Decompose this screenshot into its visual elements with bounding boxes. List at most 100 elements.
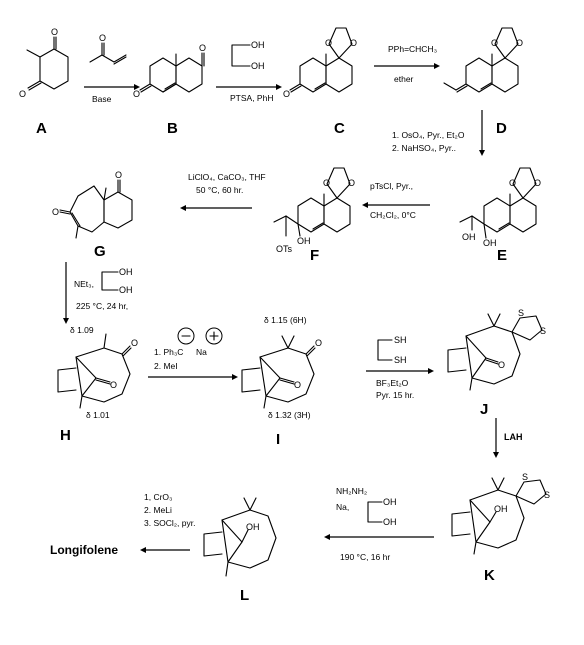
bond (243, 497, 251, 511)
bond (203, 531, 223, 557)
chem-text: O (491, 38, 498, 48)
methyl-vinyl-ketone: O (89, 33, 127, 65)
chem-text: NH₂NH₂ (336, 486, 367, 496)
chem-text: pTsCl, Pyr., (370, 181, 413, 191)
bond (180, 205, 186, 211)
compound-label: H (60, 427, 71, 444)
bond (447, 347, 467, 373)
product-name: Longifolene (50, 543, 118, 557)
bond (95, 377, 111, 383)
chem-text: 1. Ph₃C (154, 347, 183, 357)
chem-text: S (518, 308, 524, 318)
chem-text: 50 °C, 60 hr. (196, 185, 243, 195)
chem-text: δ 1.09 (70, 325, 94, 335)
bond (465, 335, 487, 359)
bond (297, 223, 301, 237)
chem-text: BF₃Et₂O (376, 378, 409, 388)
chem-text: O (325, 38, 332, 48)
chem-text: OH (246, 522, 260, 532)
chem-text: OH (383, 497, 397, 507)
bond (287, 335, 295, 349)
chem-text: NEt₃, (74, 279, 94, 289)
bond (122, 347, 132, 357)
bond (249, 497, 257, 511)
bond (487, 313, 495, 327)
chem-text: OH (297, 236, 311, 246)
bond (101, 271, 119, 291)
bond (57, 367, 77, 393)
bond (139, 83, 151, 91)
bond (289, 83, 301, 91)
bond (259, 356, 267, 397)
chem-text: O (516, 38, 523, 48)
bond (263, 395, 267, 409)
compound-label: B (167, 120, 178, 137)
bond (489, 511, 497, 523)
bond (469, 499, 477, 543)
bond (95, 379, 111, 385)
chem-text: OH (462, 232, 476, 242)
bond (491, 57, 519, 93)
bond (59, 211, 71, 215)
bond (465, 335, 473, 379)
bond (325, 57, 353, 93)
chem-text: O (534, 178, 541, 188)
chem-text: S (522, 472, 528, 482)
bond (455, 83, 467, 91)
structure-l: OH (203, 497, 277, 577)
bond (241, 367, 261, 393)
bond (232, 374, 238, 380)
compound-label: G (94, 243, 106, 260)
chem-text: δ 1.15 (6H) (264, 315, 307, 325)
bond (81, 377, 97, 397)
chem-text: SH (394, 335, 407, 345)
bond (103, 333, 107, 349)
structure-e: O O OH OH (459, 167, 541, 248)
compound-label: E (497, 247, 507, 264)
bond (493, 313, 501, 327)
chem-text: Base (92, 94, 112, 104)
bond (164, 82, 176, 90)
bond (27, 80, 41, 89)
bond (451, 511, 471, 537)
chem-text: O (315, 338, 322, 348)
bond (314, 82, 326, 90)
bond (299, 57, 327, 93)
bond (103, 191, 133, 229)
chem-text: O (283, 89, 290, 99)
bond (494, 27, 519, 59)
chem-text: OH (251, 61, 265, 71)
chem-text: S (544, 490, 550, 500)
compound-label: F (310, 247, 319, 264)
compound-label: J (480, 401, 488, 418)
chem-text: O (294, 380, 301, 390)
chem-text: OH (119, 285, 133, 295)
structure-h: O O (57, 333, 138, 409)
compound-label: L (240, 587, 249, 604)
bond (326, 167, 351, 199)
chem-text: CH₂Cl₂, 0°C (370, 210, 416, 220)
bond (281, 335, 289, 349)
bond (89, 54, 127, 63)
chem-text: O (509, 178, 516, 188)
bond (511, 315, 543, 341)
chem-text: 225 °C, 24 hr, (76, 301, 128, 311)
chem-text: Pyr. 15 hr. (376, 390, 414, 400)
bond (63, 318, 69, 324)
structure-i: O O (241, 335, 322, 409)
bond (469, 499, 491, 523)
bond (434, 63, 440, 69)
structure-k: S S OH (451, 472, 550, 555)
bond (140, 547, 146, 553)
chem-text: OH (119, 267, 133, 277)
bond (469, 377, 473, 391)
bond (231, 44, 251, 67)
bond (69, 185, 105, 233)
bond (491, 477, 499, 491)
chem-text: O (110, 380, 117, 390)
chem-text: 2. MeI (154, 361, 178, 371)
chem-text: O (52, 207, 59, 217)
compound-label: D (496, 120, 507, 137)
chem-text: O (99, 33, 106, 43)
